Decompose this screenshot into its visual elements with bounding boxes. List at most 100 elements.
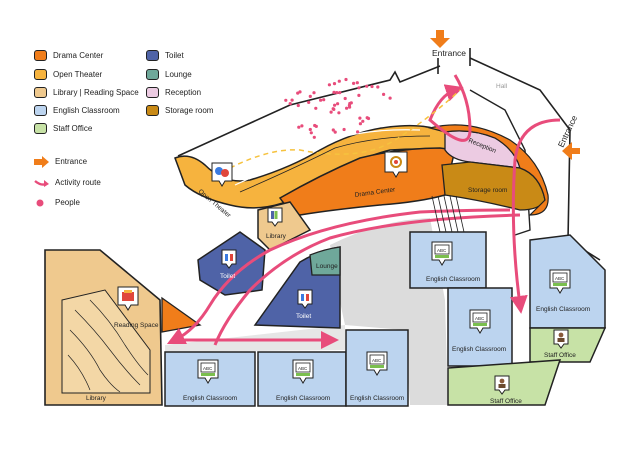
library-inner	[61, 289, 151, 394]
person-dot	[331, 107, 335, 111]
person-dot	[357, 86, 361, 90]
stairs	[431, 195, 465, 233]
staff-office-label-1: Staff Office	[544, 352, 576, 359]
person-dot	[290, 98, 294, 102]
board-text: ABC	[203, 366, 213, 371]
legend-staff-office: Staff Office	[34, 123, 92, 135]
classroom-label-1: English Classroom	[183, 395, 237, 402]
theater-stripe	[239, 135, 431, 193]
person-dot	[298, 90, 302, 94]
person-dot	[370, 84, 374, 89]
theater-stripe	[234, 129, 421, 186]
storage-label: Storage room	[468, 187, 507, 194]
person-dot	[343, 96, 347, 101]
person-dot	[336, 102, 340, 106]
book-pin-icon	[117, 286, 139, 311]
person-dot	[332, 82, 337, 86]
person-dot	[335, 91, 339, 95]
swatch-icon	[146, 87, 159, 99]
classroom-pin-icon: ABC	[431, 241, 453, 266]
person-dot	[296, 103, 300, 108]
entrance-top-label: Entrance	[432, 48, 466, 58]
legend-label: Open Theater	[53, 70, 103, 79]
library-contour	[89, 299, 149, 376]
board-text: ABC	[298, 366, 308, 371]
person-dot	[352, 81, 356, 85]
hall-wall	[469, 89, 531, 236]
person-dot	[376, 85, 380, 89]
reading-space-label: Reading Space	[114, 322, 159, 329]
legend-label: Drama Center	[53, 51, 104, 60]
library-contour	[67, 354, 91, 391]
legend-storage-room: Storage room	[146, 105, 213, 117]
legend-label: Library | Reading Space	[53, 88, 139, 97]
person-dot	[355, 81, 359, 85]
hall-label: Hall	[496, 83, 508, 90]
library-contour	[74, 309, 141, 386]
staff-office-room-1	[529, 327, 607, 363]
person-dot	[297, 125, 301, 129]
theater-mask-pin-icon	[211, 162, 233, 187]
lounge-room	[309, 246, 341, 276]
person-dot	[312, 91, 316, 95]
person-dot	[356, 130, 360, 134]
legend-lounge: Lounge	[146, 69, 192, 81]
drama-pin-icon	[384, 151, 408, 178]
swatch-icon	[34, 69, 47, 81]
person-dot	[337, 79, 341, 83]
person-dot	[358, 116, 362, 120]
people-cluster	[284, 77, 392, 139]
swatch-icon	[34, 87, 47, 99]
person-dot	[337, 111, 341, 115]
staff-pin-icon	[553, 329, 569, 349]
person-dot	[313, 123, 317, 128]
person-dot	[331, 128, 335, 132]
book-pin-icon	[267, 207, 283, 227]
swatch-icon	[34, 123, 47, 135]
legend-label: People	[55, 198, 80, 208]
person-dot	[312, 135, 316, 139]
activity-route-main	[428, 74, 472, 142]
legend-open-theater: Open Theater	[34, 69, 102, 81]
legend-drama-center: Drama Center	[34, 50, 103, 62]
person-dot	[322, 98, 326, 102]
person-dot	[333, 103, 337, 107]
orange-arrow-icon	[34, 156, 49, 168]
legend-activity-route: Activity route	[34, 177, 101, 189]
legend-library: Library | Reading Space	[34, 87, 139, 99]
classroom-pin-icon: ABC	[292, 359, 314, 384]
person-dot	[338, 91, 342, 95]
legend-label: Lounge	[165, 70, 192, 79]
person-dot	[319, 98, 323, 102]
pink-route-arrow-icon	[34, 180, 49, 187]
swatch-icon	[34, 105, 47, 117]
swatch-icon	[34, 50, 47, 62]
person-dot	[308, 127, 312, 132]
legend-label: Reception	[165, 88, 202, 97]
legend-label: Toilet	[165, 51, 184, 60]
person-dot	[342, 127, 346, 132]
board-text: ABC	[555, 276, 565, 281]
lounge-label: Lounge	[316, 263, 338, 270]
toilet-pin-icon	[221, 249, 237, 269]
person-dot	[358, 122, 362, 126]
person-dot	[345, 106, 349, 110]
person-dot	[348, 105, 352, 109]
entrance-arrow-top	[430, 30, 450, 48]
legend-label: Activity route	[55, 178, 101, 188]
person-dot	[329, 110, 333, 114]
board-text: ABC	[437, 248, 447, 253]
staff-office-label-2: Staff Office	[490, 398, 522, 405]
classroom-pin-icon: ABC	[549, 269, 571, 294]
library-small-label: Library	[266, 233, 287, 240]
classroom-label-3: English Classroom	[350, 395, 404, 402]
legend-people: People	[34, 197, 80, 209]
person-dot	[300, 124, 304, 128]
person-dot	[314, 106, 318, 110]
library-contour	[69, 329, 121, 393]
person-dot	[288, 102, 292, 106]
staff-pin-icon	[494, 375, 510, 395]
person-dot	[332, 90, 336, 94]
toilet-b-label: Toilet	[296, 313, 311, 320]
classroom-pin-icon: ABC	[366, 351, 388, 376]
